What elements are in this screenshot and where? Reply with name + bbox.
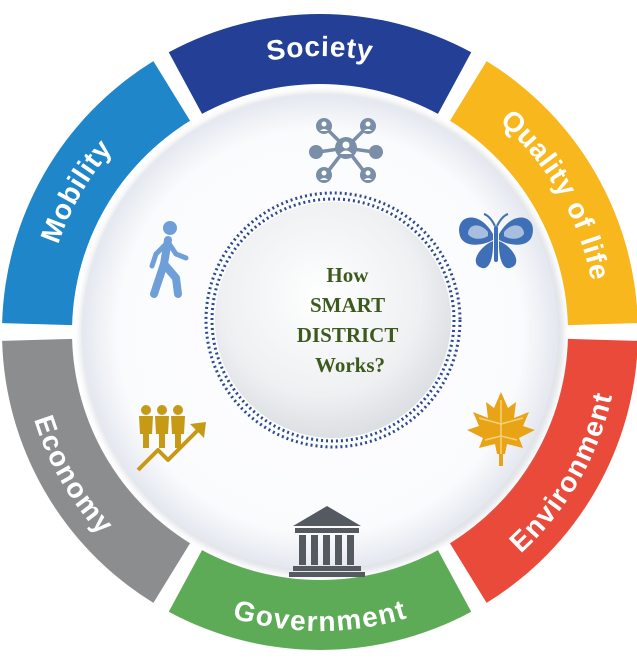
growth-people-icon (136, 405, 206, 472)
butterfly-icon (459, 213, 533, 269)
segment-mobility (2, 61, 191, 326)
segment-economy (2, 338, 191, 603)
center-dotted-ring-inner (210, 197, 456, 443)
center-title-line-1: How (326, 263, 369, 287)
segment-society (168, 14, 472, 114)
maple-leaf-icon (467, 392, 535, 466)
segment-government (168, 550, 472, 651)
center-title: How SMART DISTRICT Works? (297, 263, 403, 377)
segment-label-society: Society (264, 31, 376, 67)
network-people-icon (309, 118, 383, 183)
center-title-line-3: DISTRICT (297, 323, 399, 347)
center-title-line-2: SMART (310, 293, 385, 317)
government-building-icon (289, 506, 365, 577)
walking-person-icon (149, 221, 189, 298)
segment-environment (449, 338, 637, 603)
center-dotted-ring-outer (204, 191, 462, 449)
center-hub: How SMART DISTRICT Works? (204, 191, 462, 449)
segment-quality-of-life (449, 61, 637, 326)
center-circle (215, 202, 451, 438)
center-title-line-4: Works? (315, 353, 385, 377)
